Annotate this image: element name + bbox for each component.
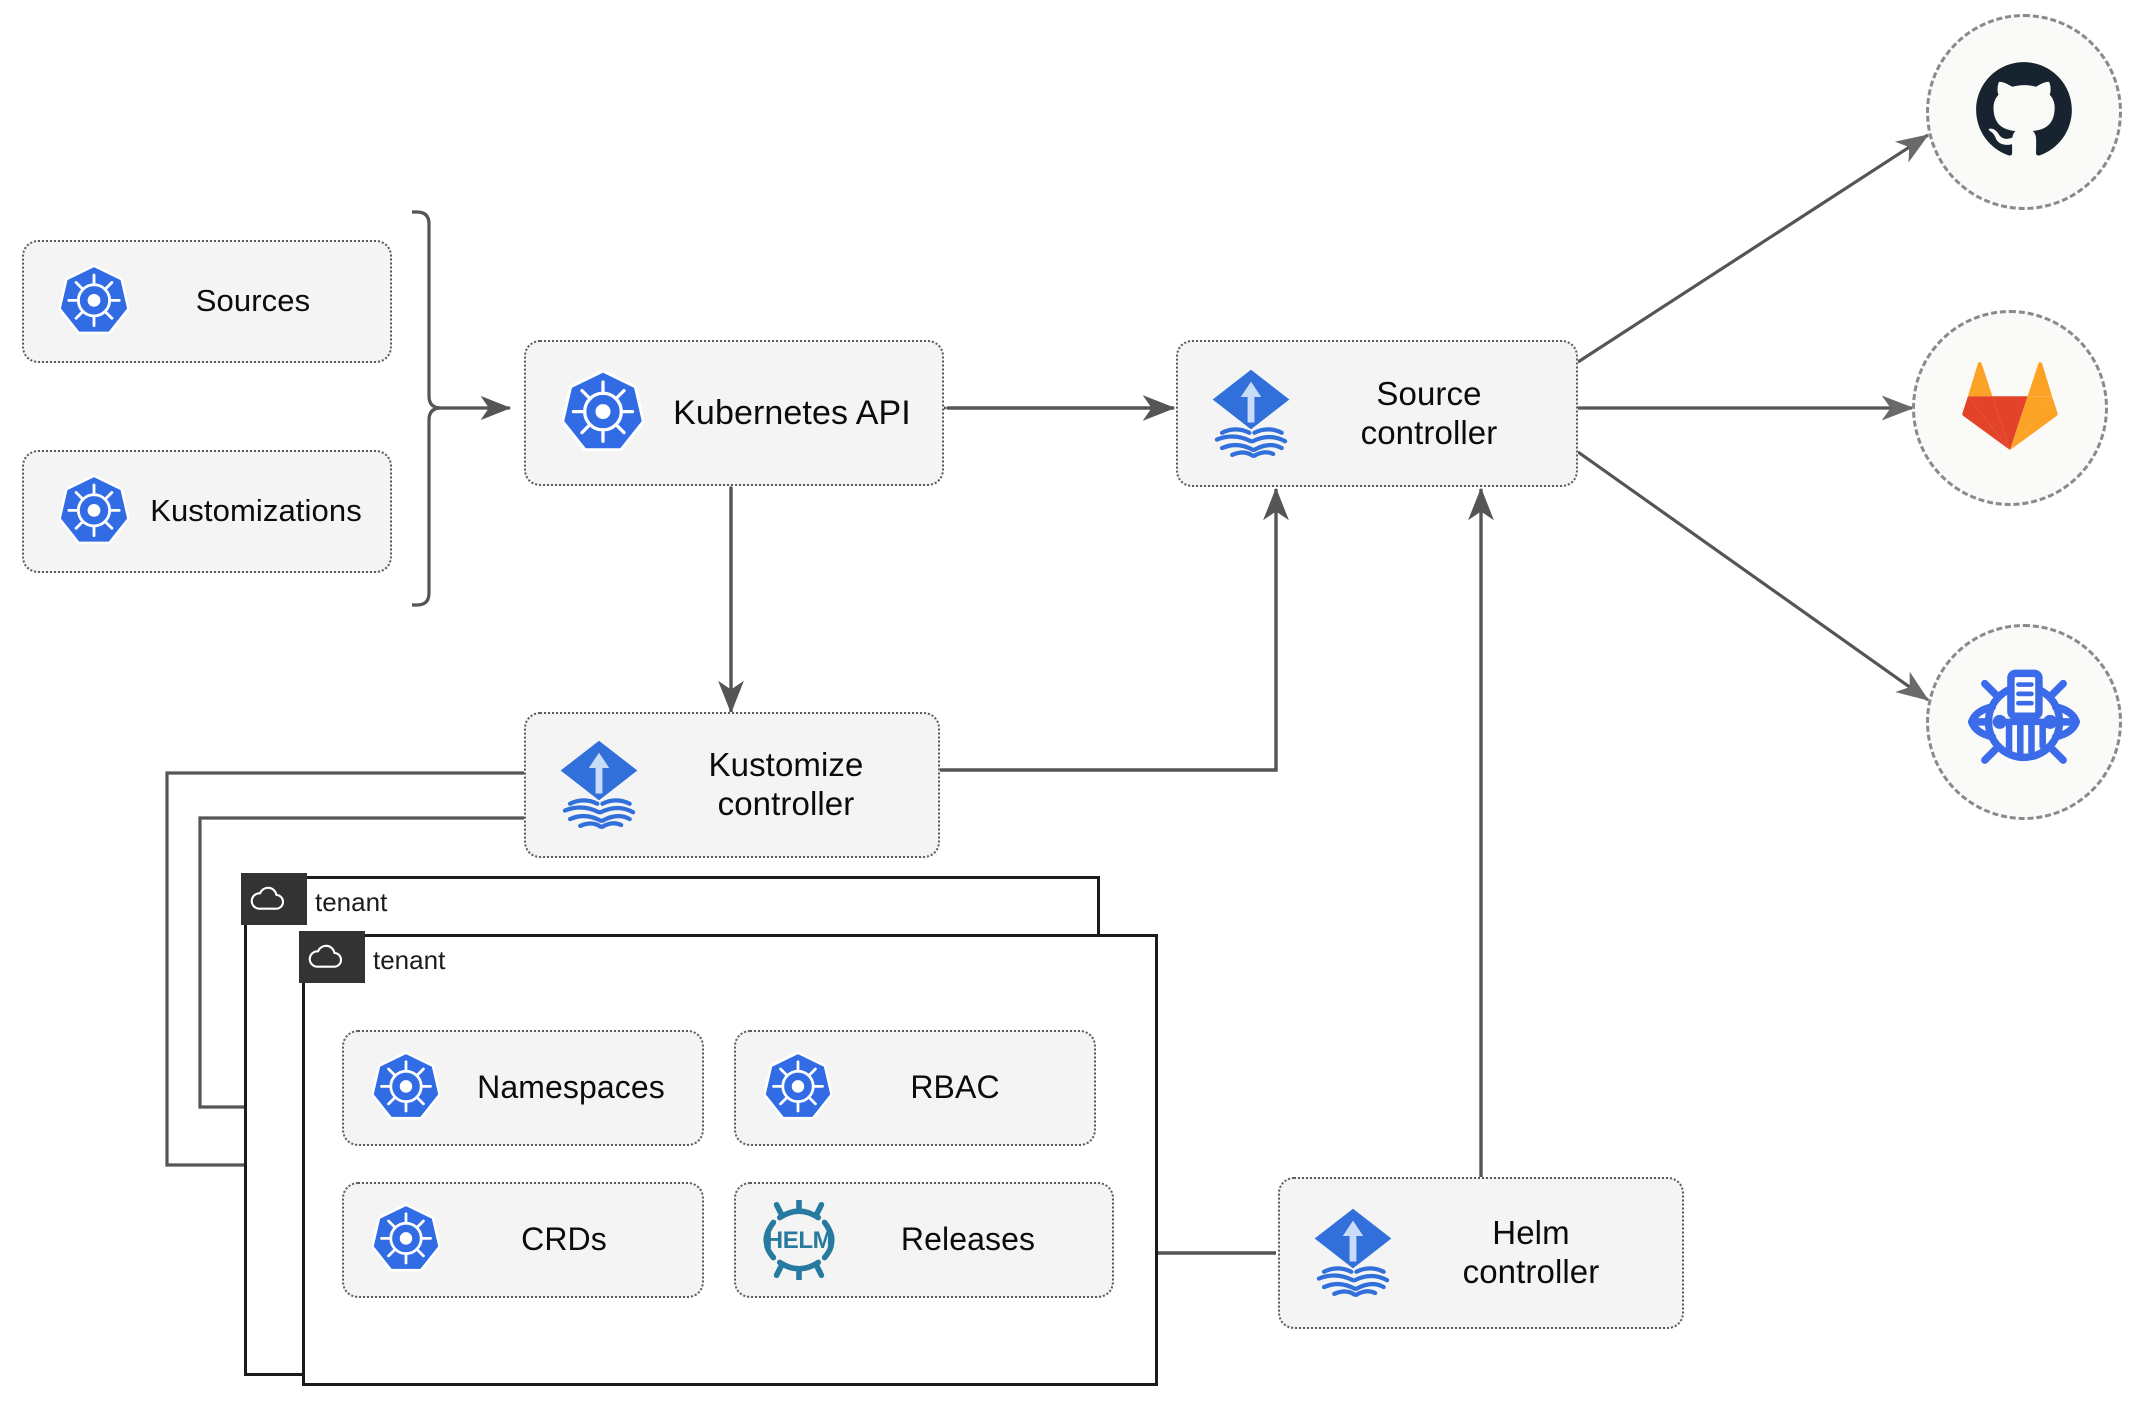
tenant-resource-label: Releases (900, 1221, 1036, 1258)
node-label: Source controller (1360, 374, 1498, 451)
flux-icon (546, 739, 652, 831)
node-label: Helm controller (1462, 1214, 1600, 1290)
cloud-icon (299, 931, 351, 983)
external-source-github[interactable] (1926, 14, 2122, 210)
helm-chart-icon (1967, 664, 2081, 781)
node-kubernetes-api[interactable]: Kubernetes API (524, 340, 944, 486)
resource-box-kustomizations[interactable]: Kustomizations (22, 450, 392, 573)
flux-icon (1300, 1207, 1406, 1299)
tenant-resource-namespaces[interactable]: Namespaces (342, 1030, 704, 1146)
node-source-controller[interactable]: Source controller (1176, 340, 1578, 487)
node-label: Kubernetes API (673, 393, 911, 432)
flux-icon (1198, 368, 1304, 460)
tenant-container-front[interactable] (302, 934, 1158, 1386)
kubernetes-icon (46, 263, 142, 340)
tenant-name-back: tenant (315, 887, 388, 917)
resource-label: Kustomizations (150, 493, 362, 529)
node-kustomize-controller[interactable]: Kustomize controller (524, 712, 940, 858)
github-icon (1972, 58, 2076, 167)
edge-kustomizecontroller-tenant-back (165, 771, 526, 1178)
svg-text:HELM: HELM (766, 1227, 832, 1254)
tenant-resource-releases[interactable]: HELM Releases (734, 1182, 1114, 1298)
kubernetes-icon (752, 1051, 844, 1125)
helm-icon: HELM (750, 1200, 848, 1280)
kubernetes-icon (46, 473, 142, 550)
edge-resources-bracket (412, 210, 512, 607)
tenant-name-front: tenant (373, 945, 446, 975)
edge-kustomizecontroller-sourcecontroller (940, 487, 1289, 772)
external-source-helm-repository[interactable] (1926, 624, 2122, 820)
tenant-header-front (299, 931, 365, 983)
node-label: Kustomize controller (708, 746, 864, 822)
tenant-resource-label: Namespaces (477, 1069, 665, 1106)
edge-sourcecontroller-helmrepo (1577, 450, 1930, 702)
tenant-resource-crds[interactable]: CRDs (342, 1182, 704, 1298)
tenant-resource-label: RBAC (910, 1069, 1000, 1106)
edge-sourcecontroller-github (1577, 133, 1930, 364)
cloud-icon (241, 873, 293, 925)
gitlab-icon (1961, 360, 2059, 457)
resource-box-sources[interactable]: Sources (22, 240, 392, 363)
kubernetes-icon (548, 368, 658, 458)
tenant-resource-rbac[interactable]: RBAC (734, 1030, 1096, 1146)
tenant-header-back (241, 873, 307, 925)
tenant-resource-label: CRDs (521, 1221, 607, 1258)
kubernetes-icon (360, 1203, 452, 1277)
node-helm-controller[interactable]: Helm controller (1278, 1177, 1684, 1329)
external-source-gitlab[interactable] (1912, 310, 2108, 506)
kubernetes-icon (360, 1051, 452, 1125)
resource-label: Sources (195, 283, 311, 319)
